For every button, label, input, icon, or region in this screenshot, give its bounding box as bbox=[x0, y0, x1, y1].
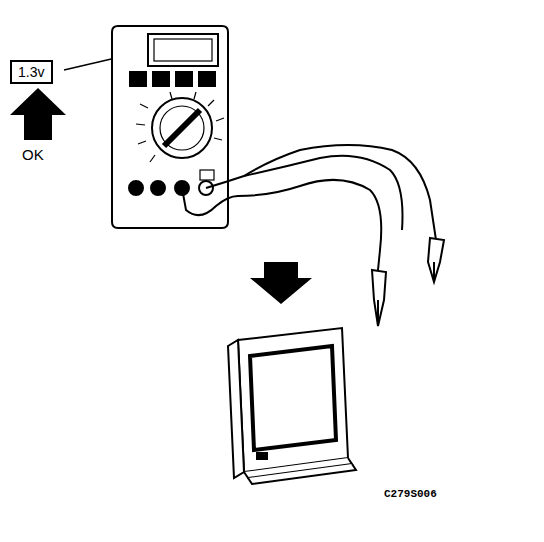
multimeter bbox=[64, 26, 444, 326]
reading-box: 1.3v bbox=[10, 60, 53, 84]
up-arrow bbox=[10, 88, 66, 140]
down-arrow bbox=[250, 262, 312, 304]
figure-code: C279S006 bbox=[384, 488, 437, 500]
meter-reading: 1.3v bbox=[18, 64, 45, 80]
ok-label: OK bbox=[22, 146, 44, 163]
manual-book bbox=[228, 328, 356, 484]
